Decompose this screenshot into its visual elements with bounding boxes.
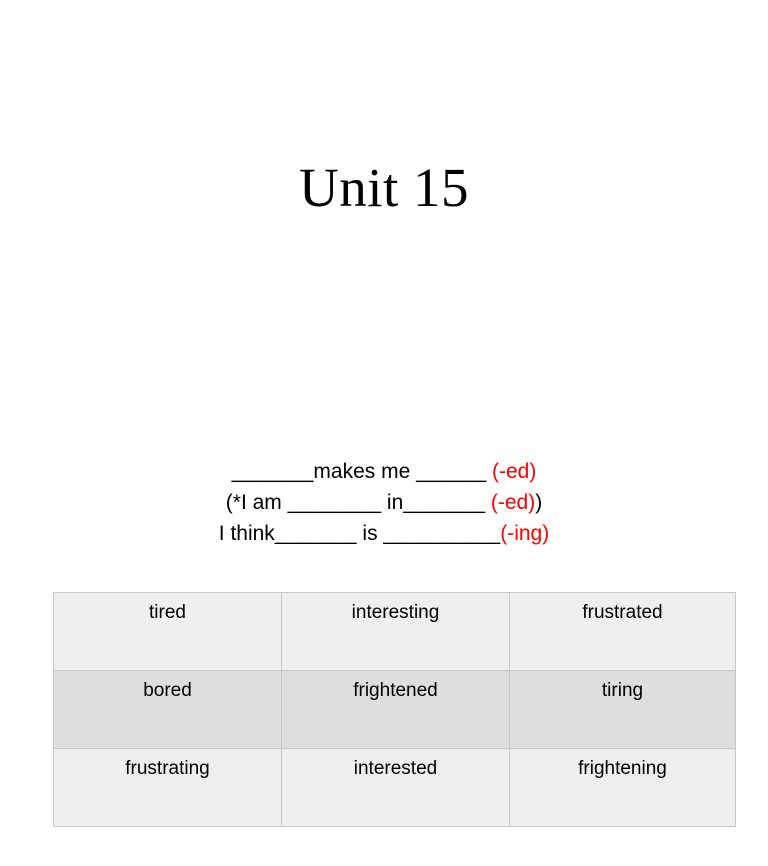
- table-row: tired interesting frustrated: [53, 592, 736, 671]
- table-row: bored frightened tiring: [53, 670, 736, 749]
- word-cell[interactable]: tired: [53, 592, 282, 671]
- word-cell[interactable]: frightening: [509, 748, 736, 827]
- word-cell[interactable]: tiring: [509, 670, 736, 749]
- table-row: frustrating interested frightening: [53, 748, 736, 827]
- sentence-frame-makes-me: _______makes me ______ (-ed): [0, 456, 768, 487]
- frame-suffix-hint: (-ed): [490, 491, 536, 514]
- frame-suffix-hint: (-ed): [492, 460, 537, 483]
- frame-text-before: _______makes me ______: [231, 460, 492, 483]
- word-cell[interactable]: interested: [281, 748, 510, 827]
- sentence-frame-i-think-is: I think_______ is __________(-ing): [0, 518, 768, 549]
- page-title: Unit 15: [298, 157, 470, 218]
- frame-text-before: I think_______ is __________: [218, 522, 501, 545]
- word-cell[interactable]: frustrating: [53, 748, 282, 827]
- frame-text-after: ): [535, 491, 543, 514]
- word-cell[interactable]: interesting: [281, 592, 510, 671]
- frame-suffix-hint: (-ing): [500, 522, 550, 545]
- word-cell[interactable]: frightened: [281, 670, 510, 749]
- word-cell[interactable]: bored: [53, 670, 282, 749]
- word-table-container: tired interesting frustrated bored frigh…: [53, 592, 736, 827]
- word-table: tired interesting frustrated bored frigh…: [53, 592, 736, 827]
- sentence-frames-block: _______makes me ______ (-ed) (*I am ____…: [0, 456, 768, 549]
- sentence-frame-i-am-in: (*I am ________ in_______ (-ed)): [0, 487, 768, 518]
- word-cell[interactable]: frustrated: [509, 592, 736, 671]
- frame-text-before: (*I am ________ in_______: [225, 491, 491, 514]
